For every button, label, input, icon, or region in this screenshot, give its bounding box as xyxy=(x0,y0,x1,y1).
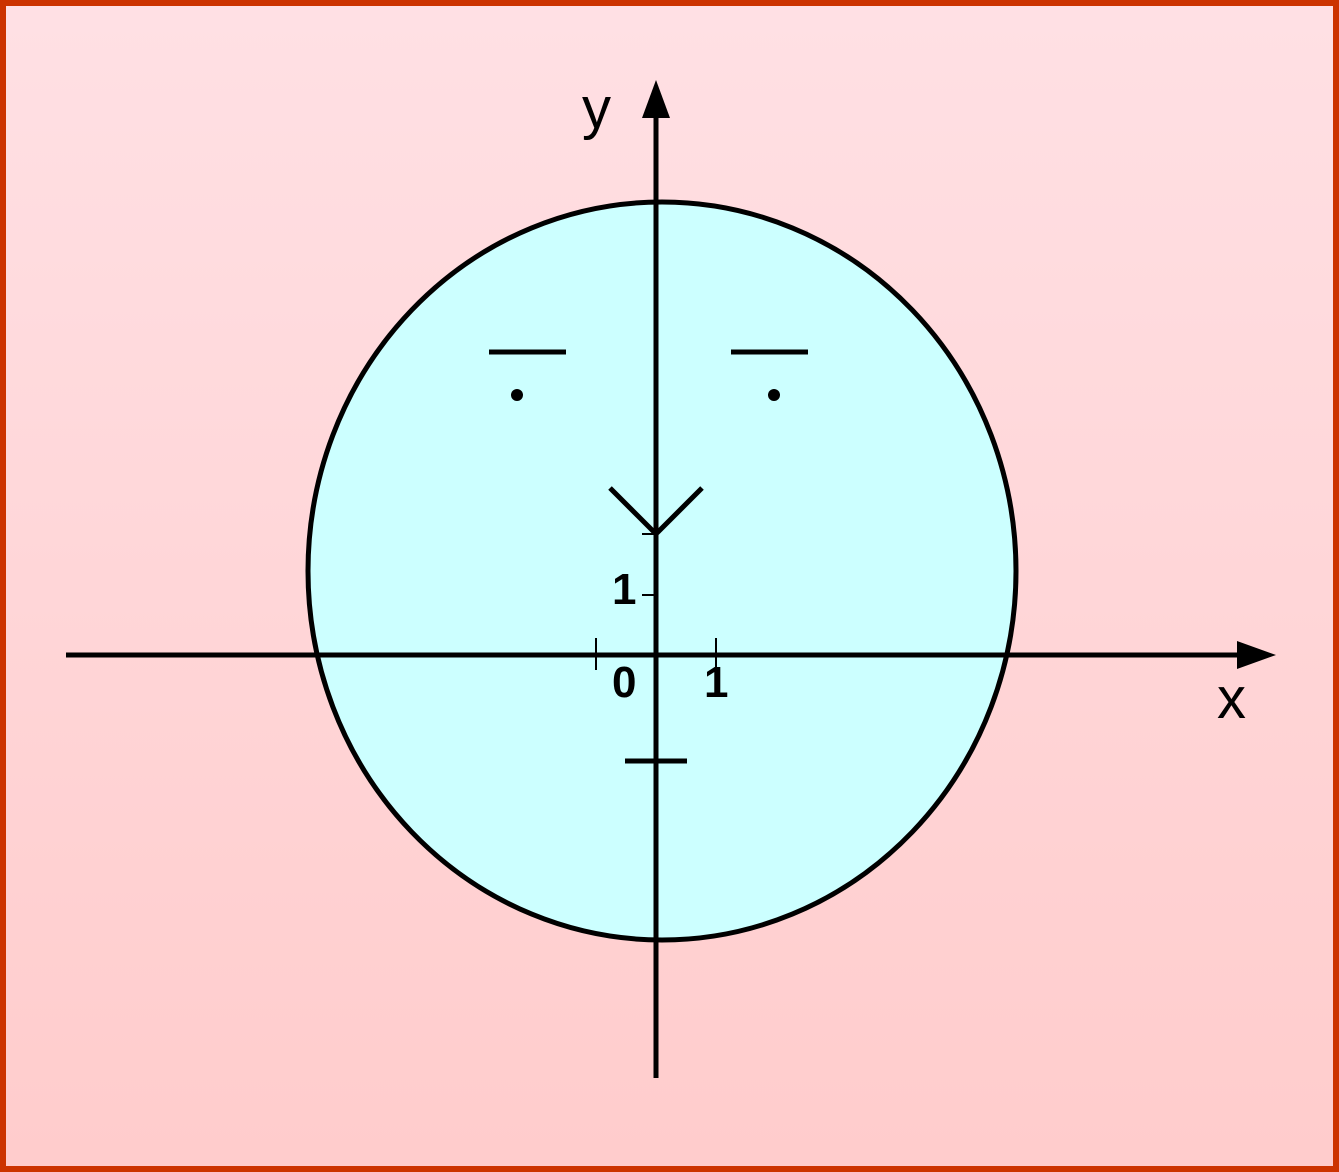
x-axis-label: x xyxy=(1217,666,1246,731)
nose xyxy=(608,486,704,538)
right-eye xyxy=(768,389,780,401)
origin-label: 0 xyxy=(612,658,636,707)
face-circle xyxy=(305,199,1019,943)
x-tick-one-label: 1 xyxy=(704,658,728,707)
y-axis-arrowhead xyxy=(642,80,670,118)
y-tick-one-label: 1 xyxy=(612,565,636,614)
y-axis-label: y xyxy=(582,76,611,141)
x-axis-arrowhead xyxy=(1237,641,1276,669)
left-eye xyxy=(511,389,523,401)
